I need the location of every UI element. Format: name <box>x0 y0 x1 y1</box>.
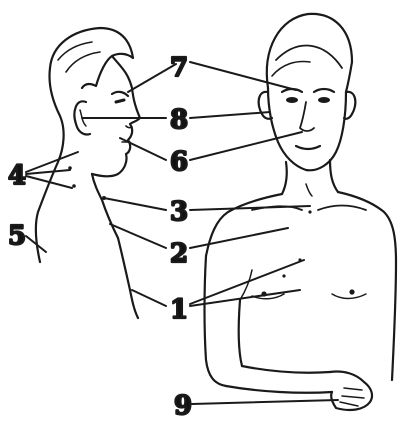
arm-left-inner <box>239 300 242 366</box>
label-9: 9 <box>174 391 192 421</box>
arm-left-outer <box>205 256 227 386</box>
label-8: 8 <box>170 105 188 135</box>
frontal-mouth <box>296 146 320 149</box>
neck-left <box>282 162 287 194</box>
frontal-nose <box>300 102 314 131</box>
label-1: 1 <box>170 295 188 325</box>
label-5: 5 <box>8 221 26 251</box>
profile-eye <box>116 100 124 102</box>
nipple-right <box>349 289 354 294</box>
label-6: 6 <box>170 147 188 177</box>
shoulder-right <box>338 192 396 262</box>
clavicle-right <box>318 206 366 211</box>
eye-left <box>286 97 298 103</box>
profile-shoulder <box>118 238 138 318</box>
forearm-top <box>242 366 330 373</box>
hair-strands <box>58 42 100 72</box>
shoulder-left <box>206 194 282 256</box>
profile-hair <box>50 28 133 88</box>
eye-right <box>318 97 330 103</box>
profile-back <box>36 68 64 262</box>
profile-brow <box>112 92 128 96</box>
label-7: 7 <box>170 53 188 83</box>
brow-right <box>314 89 334 92</box>
torso-right <box>392 262 396 380</box>
profile-figure <box>36 28 140 318</box>
frontal-face <box>268 88 346 170</box>
forearm-bottom <box>226 386 332 393</box>
profile-throat <box>92 174 118 238</box>
frontal-hair <box>267 14 352 92</box>
neck-right <box>330 160 338 192</box>
label-2: 2 <box>170 239 188 269</box>
label-4: 4 <box>8 161 26 191</box>
label-3: 3 <box>170 197 188 227</box>
